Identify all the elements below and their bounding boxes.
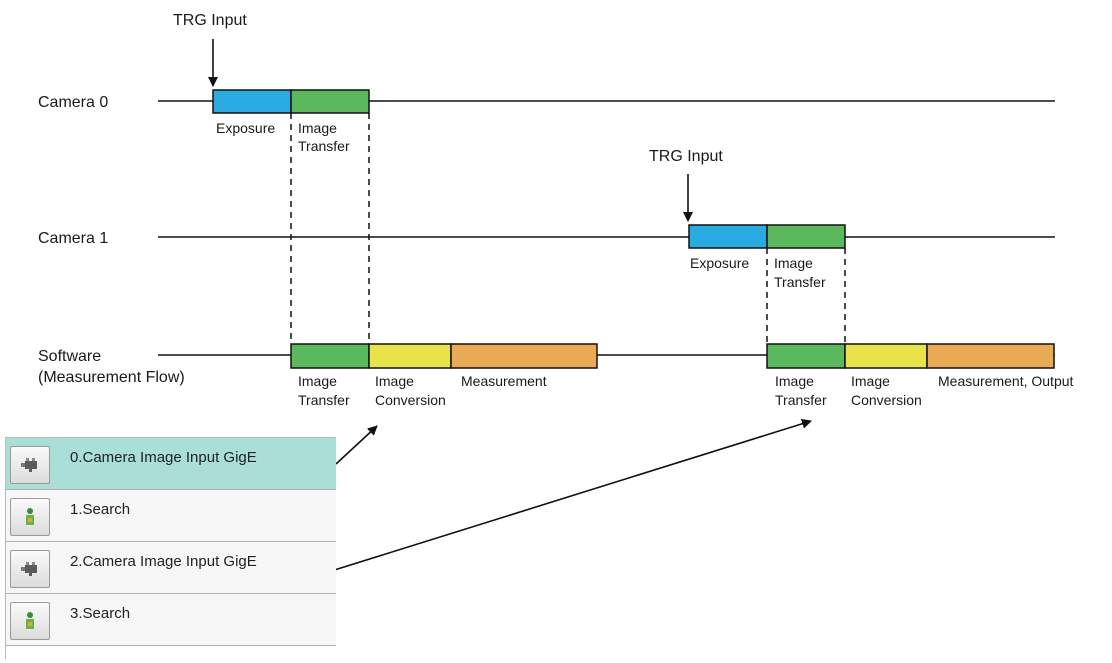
software-0-conversion-label-line2: Conversion (375, 392, 446, 408)
trg-input-label-1: TRG Input (649, 148, 723, 165)
camera-0-label: Camera 0 (38, 94, 108, 111)
flow-item-1-label: 1.Search (70, 501, 131, 518)
software-1-measurement-label: Measurement, Output (938, 373, 1074, 389)
search-icon (26, 612, 34, 629)
software-label-line2: (Measurement Flow) (38, 369, 185, 386)
software-0-measurement-block (450, 343, 598, 369)
camera-icon (21, 458, 37, 472)
flow-item-2-label: 2.Camera Image Input GigE (70, 553, 257, 570)
camera-1-transfer-block (766, 224, 846, 249)
search-icon (26, 508, 34, 525)
camera-1-transfer-label-line1: Image (774, 255, 813, 271)
flow-item-2-link-arrow (327, 418, 812, 573)
trg-input-label-0: TRG Input (173, 12, 247, 29)
measurement-flow-panel: 0.Camera Image Input GigE 1.Search 2.Cam… (5, 437, 336, 659)
camera-icon (21, 562, 37, 576)
flow-item-0-label: 0.Camera Image Input GigE (70, 449, 257, 466)
software-0-transfer-label-line2: Transfer (298, 392, 350, 408)
camera-0-transfer-block (290, 89, 370, 114)
software-0-transfer-label-line1: Image (298, 373, 337, 389)
flow-item-1[interactable]: 1.Search (6, 490, 336, 542)
software-1-conversion-block (844, 343, 928, 369)
flow-item-0[interactable]: 0.Camera Image Input GigE (6, 438, 336, 490)
flow-item-0-icon-button[interactable] (10, 446, 50, 484)
camera-0-exposure-block (212, 89, 292, 114)
flow-item-3-label: 3.Search (70, 605, 131, 622)
software-label-line1: Software (38, 348, 101, 365)
camera-1-transfer-label-line2: Transfer (774, 274, 826, 290)
software-0-conversion-label-line1: Image (375, 373, 414, 389)
camera-0-transfer-label-line1: Image (298, 120, 337, 136)
camera-1-exposure-block (688, 224, 768, 249)
flow-item-2-icon-button[interactable] (10, 550, 50, 588)
software-0-conversion-block (368, 343, 452, 369)
software-1-transfer-block (766, 343, 846, 369)
software-1-measurement-block (926, 343, 1055, 369)
flow-item-3[interactable]: 3.Search (6, 594, 336, 646)
software-1-conversion-label-line1: Image (851, 373, 890, 389)
software-0-transfer-block (290, 343, 370, 369)
flow-item-1-icon-button[interactable] (10, 498, 50, 536)
flow-item-3-icon-button[interactable] (10, 602, 50, 640)
software-1-transfer-label-line1: Image (775, 373, 814, 389)
software-1-transfer-label-line2: Transfer (775, 392, 827, 408)
camera-1-exposure-label: Exposure (690, 255, 749, 271)
flow-item-0-link-arrow (335, 425, 378, 465)
camera-0-transfer-label-line2: Transfer (298, 138, 350, 154)
software-1-conversion-label-line2: Conversion (851, 392, 922, 408)
software-0-measurement-label: Measurement (461, 373, 547, 389)
camera-1-label: Camera 1 (38, 230, 108, 247)
camera-0-exposure-label: Exposure (216, 120, 275, 136)
flow-item-2[interactable]: 2.Camera Image Input GigE (6, 542, 336, 594)
